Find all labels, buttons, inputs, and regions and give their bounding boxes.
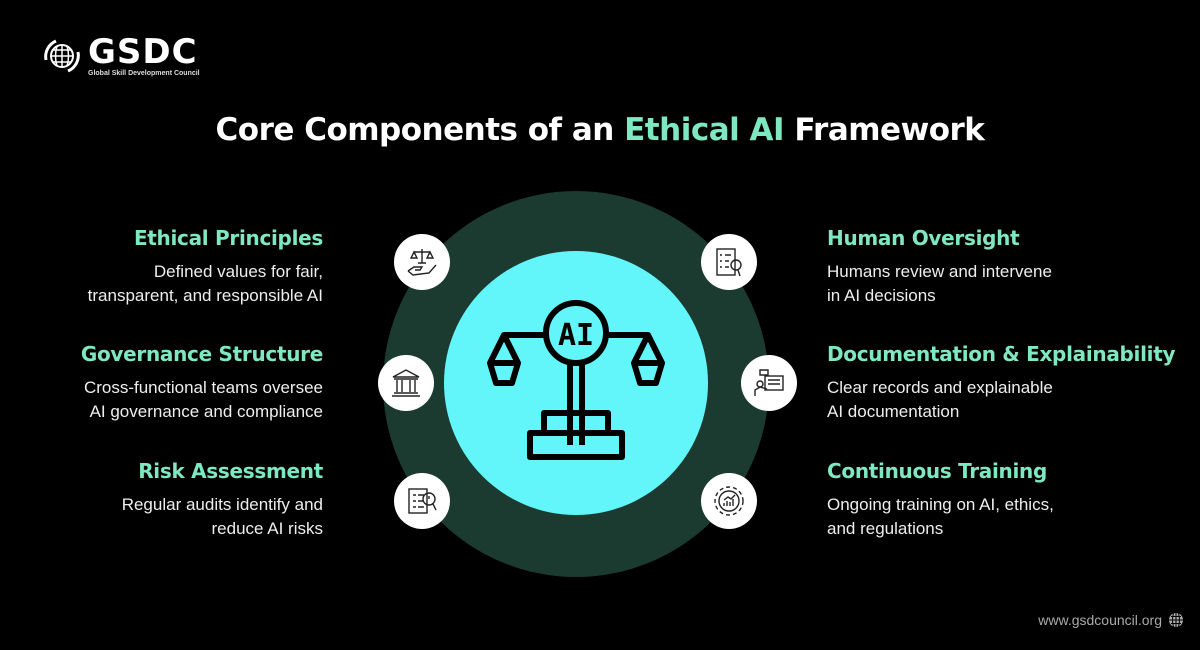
component-risk-assessment: Risk Assessment Regular audits identify … xyxy=(3,459,324,541)
component-description: and regulations xyxy=(827,519,944,538)
globe-logo-icon xyxy=(44,39,80,73)
risk-audit-icon xyxy=(394,473,450,529)
component-description: reduce AI risks xyxy=(211,519,324,538)
website-url: www.gsdcouncil.org xyxy=(1038,612,1162,628)
component-description: AI documentation xyxy=(827,402,960,421)
component-documentation: Documentation & Explainability Clear rec… xyxy=(827,342,1187,424)
ai-scales-icon: AI xyxy=(487,300,665,460)
component-description: Defined values for fair, xyxy=(153,262,323,281)
scales-hand-icon xyxy=(394,234,450,290)
component-description: Cross-functional teams oversee xyxy=(83,378,323,397)
component-ethical-principles: Ethical Principles Defined values for fa… xyxy=(3,226,324,308)
brand-subtitle: Global Skill Development Council xyxy=(88,70,200,77)
component-description: Ongoing training on AI, ethics, xyxy=(827,495,1054,514)
component-description: Clear records and explainable xyxy=(827,378,1053,397)
component-human-oversight: Human Oversight Humans review and interv… xyxy=(827,226,1147,308)
presentation-icon xyxy=(741,355,797,411)
checklist-review-icon xyxy=(701,234,757,290)
footer: www.gsdcouncil.org xyxy=(1038,612,1184,628)
component-heading: Ethical Principles xyxy=(133,226,323,250)
brand-name: GSDC xyxy=(88,32,198,72)
component-description: Regular audits identify and xyxy=(121,495,323,514)
component-description: transparent, and responsible AI xyxy=(87,286,323,305)
title-accent: Ethical AI xyxy=(624,112,785,148)
component-description: AI governance and compliance xyxy=(89,402,323,421)
gsdc-logo: GSDC Global Skill Development Council xyxy=(40,32,200,80)
component-heading: Governance Structure xyxy=(80,342,323,366)
component-heading: Human Oversight xyxy=(827,226,1020,250)
component-continuous-training: Continuous Training Ongoing training on … xyxy=(827,459,1147,541)
globe-icon xyxy=(1169,613,1183,627)
component-heading: Risk Assessment xyxy=(138,459,323,483)
component-description: in AI decisions xyxy=(827,286,936,305)
component-heading: Documentation & Explainability xyxy=(827,342,1176,366)
inner-circle xyxy=(444,251,708,515)
component-heading: Continuous Training xyxy=(827,459,1048,483)
page-title: Core Components of an Ethical AI Framewo… xyxy=(215,112,985,148)
gear-growth-icon xyxy=(701,473,757,529)
institution-icon xyxy=(378,355,434,411)
svg-text:AI: AI xyxy=(558,318,594,353)
component-governance-structure: Governance Structure Cross-functional te… xyxy=(3,342,323,424)
component-description: Humans review and intervene xyxy=(827,262,1052,281)
